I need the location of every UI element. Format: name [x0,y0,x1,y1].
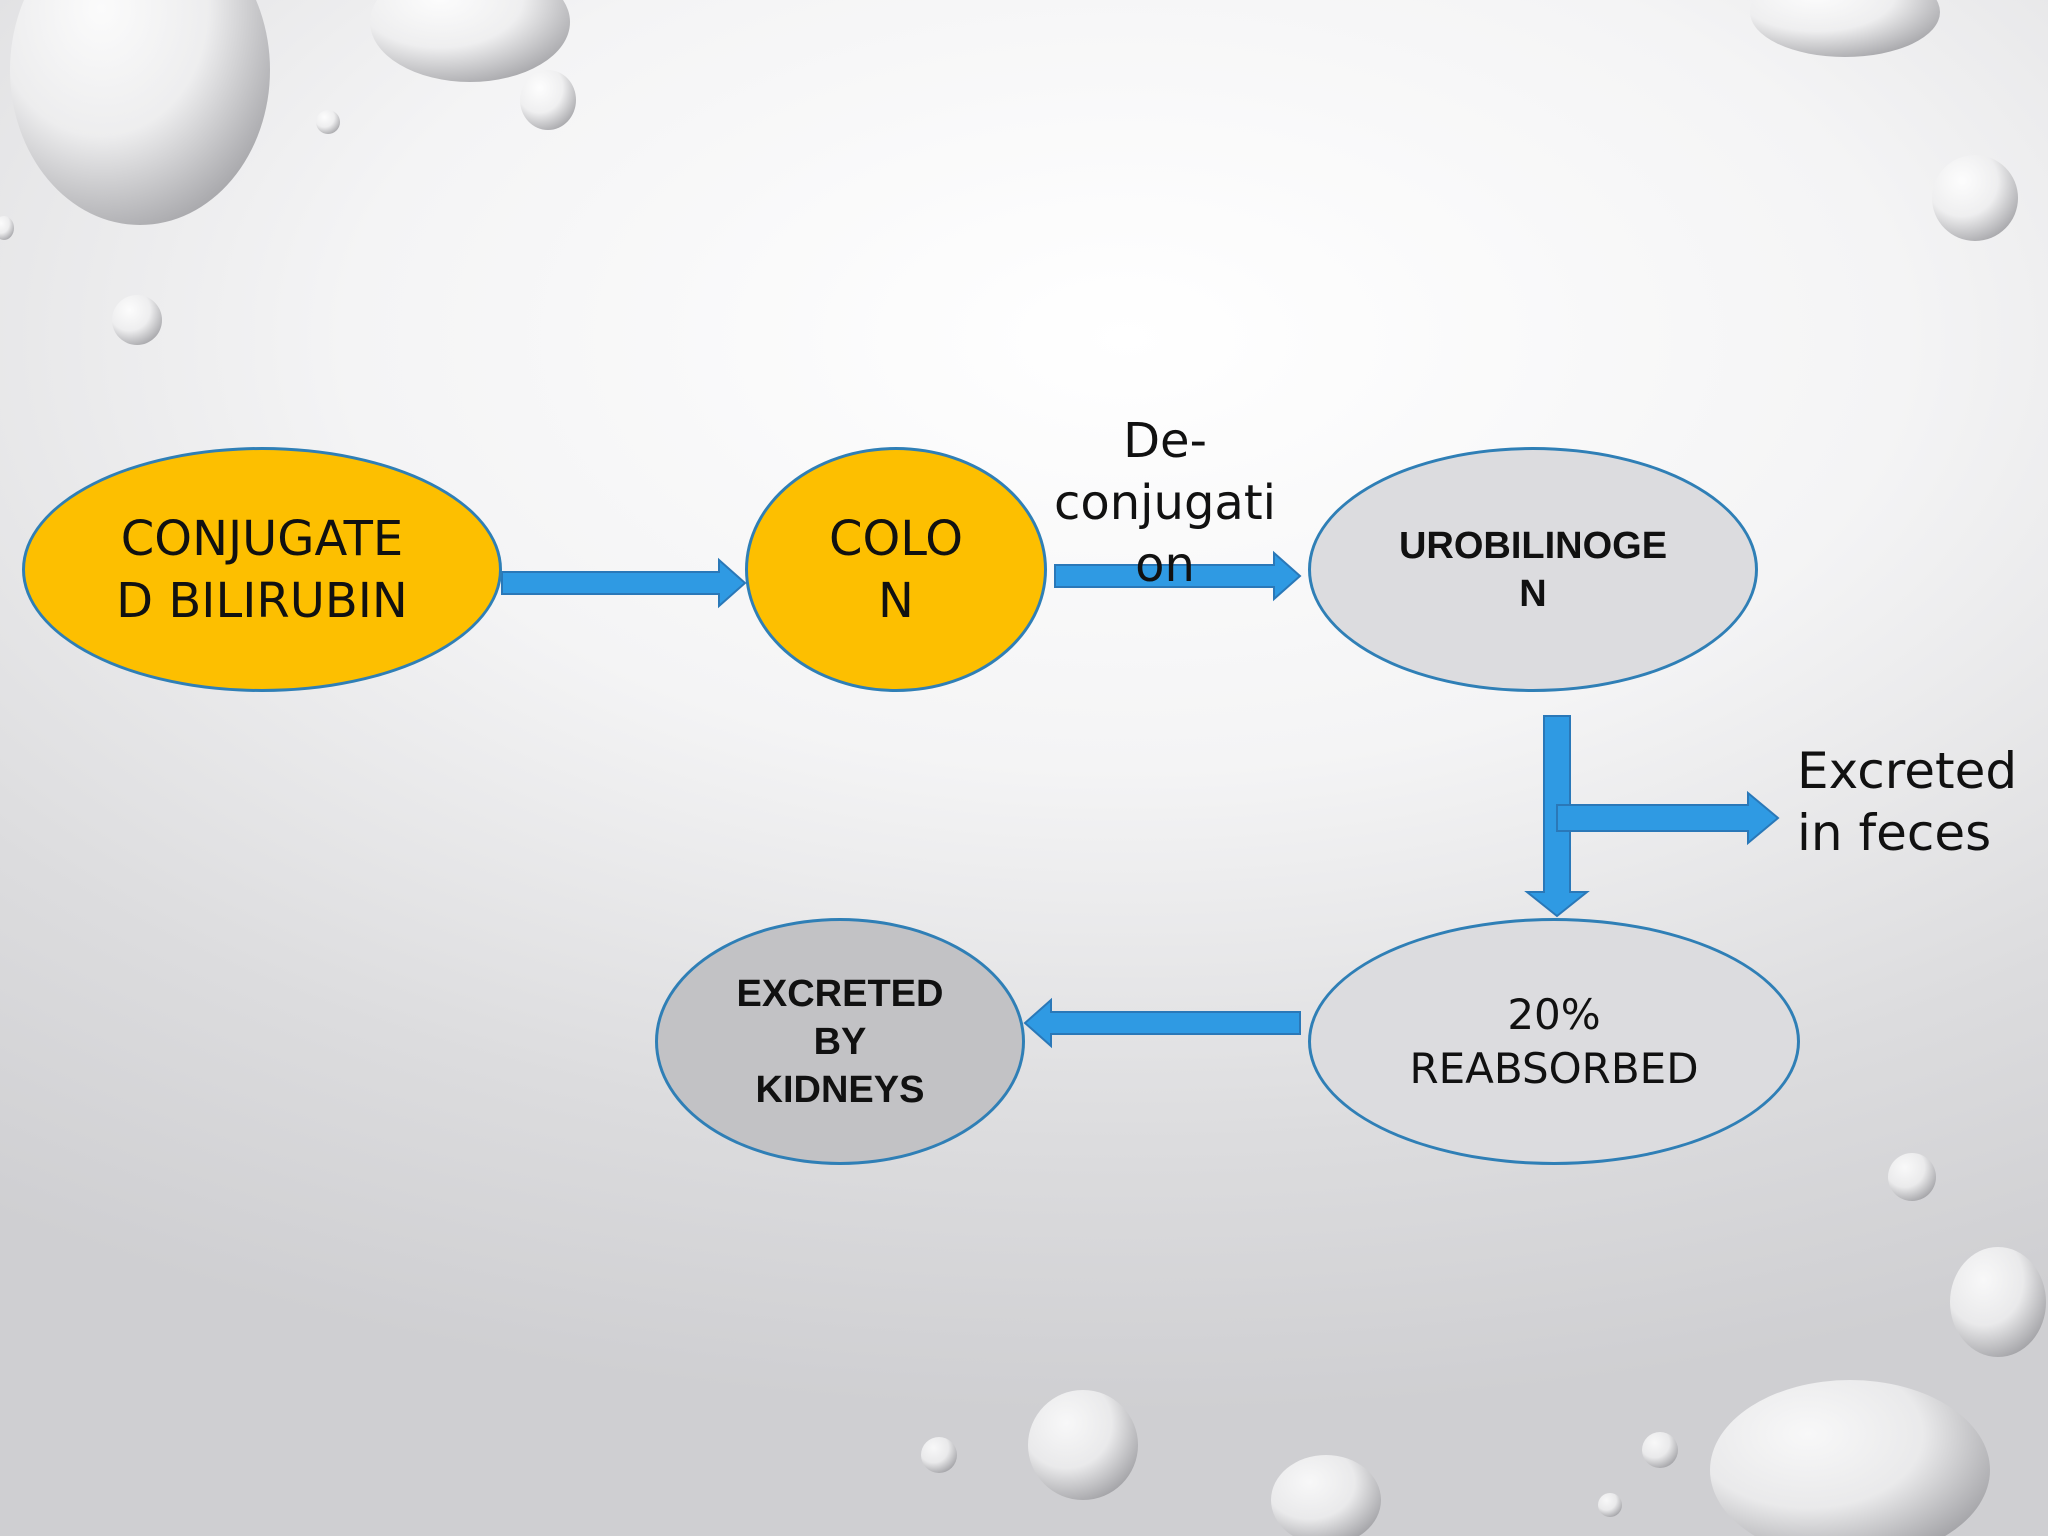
node-reabsorbed-label: 20% REABSORBED [1409,989,1699,1093]
arrow-branch-to-feces [1556,790,1780,846]
water-drop [1950,1247,2046,1357]
node-urobilinogen: UROBILINOGE N [1308,447,1758,692]
arrow-reabsorbed-to-kidneys [1023,997,1301,1049]
water-drop [1710,1380,1990,1536]
node-colon: COLO N [745,447,1047,692]
node-excreted-by-kidneys: EXCRETED BY KIDNEYS [655,918,1025,1165]
water-drop [1598,1493,1622,1517]
node-conjugated-bilirubin-label: CONJUGATE D BILIRUBIN [116,510,408,629]
water-drop [1271,1455,1381,1536]
water-drop [1888,1153,1936,1201]
water-drop [520,70,576,130]
water-drop [0,216,14,240]
water-drop [1932,155,2018,241]
node-conjugated-bilirubin: CONJUGATE D BILIRUBIN [22,447,502,692]
edge-label-deconjugation: De- conjugati on [1054,413,1276,593]
node-excreted-by-kidneys-label: EXCRETED BY KIDNEYS [736,972,944,1111]
water-drop [1642,1432,1678,1468]
water-drop [1028,1390,1138,1500]
water-drop [316,110,340,134]
edge-label-excreted-in-feces: Excreted in feces [1797,742,2018,862]
node-reabsorbed: 20% REABSORBED [1308,918,1800,1165]
water-drop [1750,0,1940,57]
water-drop [10,0,270,225]
water-drop [370,0,570,82]
arrow-colon-to-urobilinogen [1054,550,1302,602]
water-drop [921,1437,957,1473]
water-drop [112,295,162,345]
node-colon-label: COLO N [828,510,964,629]
arrow-bilirubin-to-colon [501,557,747,609]
node-urobilinogen-label: UROBILINOGE N [1398,524,1668,615]
